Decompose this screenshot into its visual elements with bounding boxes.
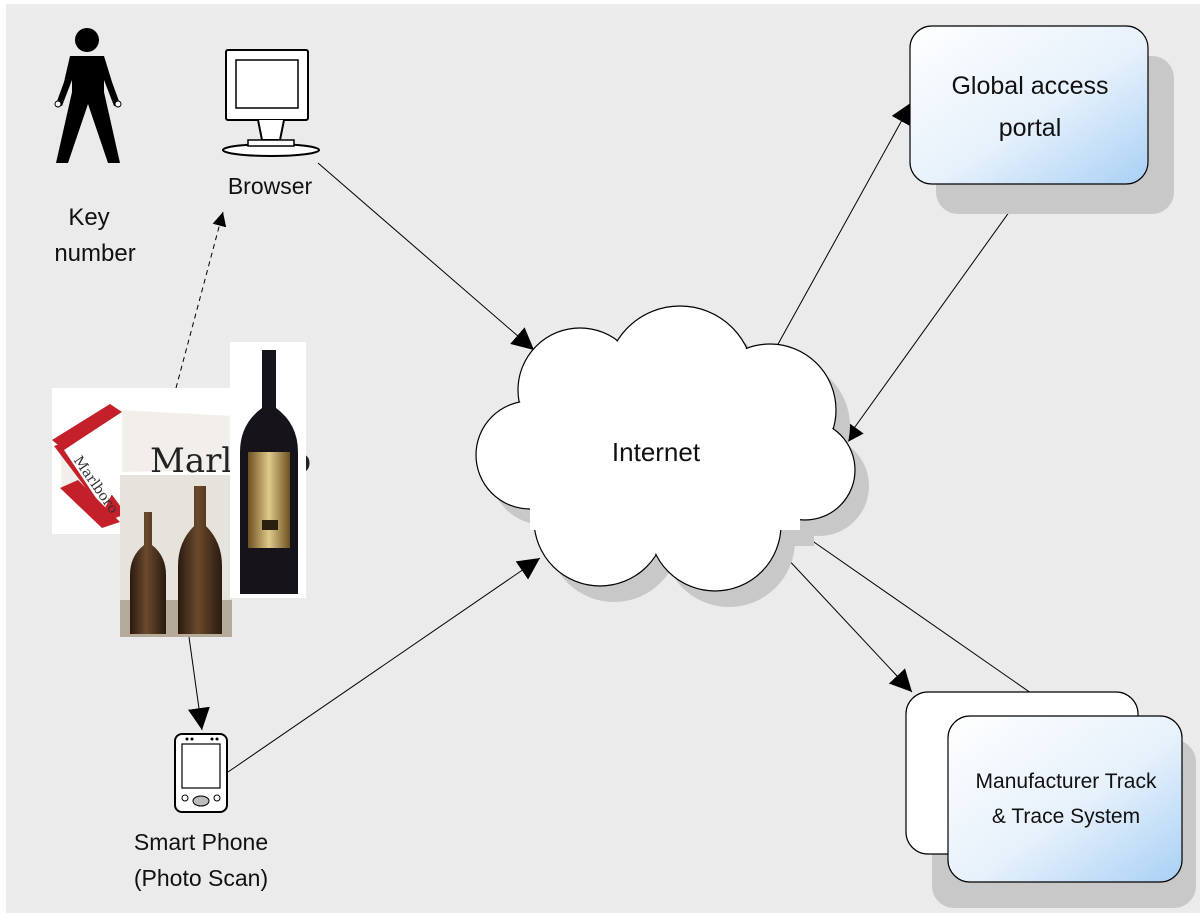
internet-label: Internet [612, 437, 701, 467]
edge-products-phone [188, 636, 210, 731]
manufacturer-label-2: & Trace System [992, 805, 1140, 828]
portal-box [909, 25, 1174, 214]
product-photos: Marlboro Marlboro [52, 342, 311, 637]
browser-label: Browser [228, 173, 313, 199]
key-number-label-2: number [54, 240, 135, 267]
edge-internet-manufacturer-1 [769, 539, 913, 693]
beer-bottles-image [120, 475, 232, 637]
edges [175, 101, 1065, 773]
portal-label-2: portal [999, 114, 1062, 142]
person-icon [54, 28, 122, 163]
key-number-label-1: Key [68, 204, 109, 231]
wine-bottle-image [230, 342, 306, 598]
edge-internet-portal [771, 101, 913, 356]
monitor-icon [222, 49, 320, 157]
pda-icon [174, 733, 228, 813]
manufacturer-box-stack [905, 691, 1196, 908]
smart-phone-label-1: Smart Phone [134, 829, 268, 855]
edge-phone-internet [227, 557, 541, 773]
internet-cloud [475, 305, 869, 607]
smart-phone-label-2: (Photo Scan) [134, 865, 268, 891]
edge-browser-internet [317, 162, 535, 351]
edge-portal-internet [841, 182, 1031, 446]
manufacturer-label-1: Manufacturer Track [976, 770, 1157, 793]
portal-label-1: Global access [951, 72, 1108, 100]
edge-internet-manufacturer-2 [787, 523, 1065, 717]
edge-products-browser [175, 211, 227, 389]
